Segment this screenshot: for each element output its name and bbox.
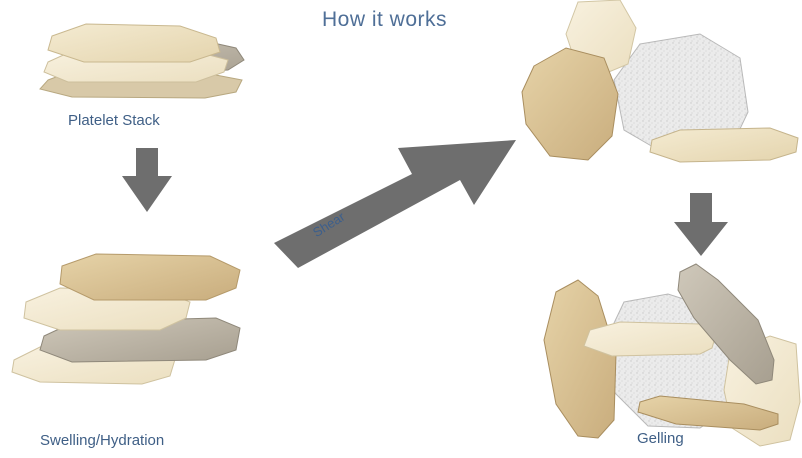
down-arrow-icon xyxy=(122,148,172,212)
platelet-stack-label: Platelet Stack xyxy=(68,112,160,129)
platelet xyxy=(650,128,798,162)
down-arrow-icon xyxy=(674,193,728,256)
swelling-hydration-label: Swelling/Hydration xyxy=(40,432,164,449)
diagram-title: How it works xyxy=(322,8,447,32)
gelling-label: Gelling xyxy=(637,430,684,447)
shear-arrow-icon xyxy=(274,140,516,268)
swollen-platelets xyxy=(12,254,240,384)
platelet xyxy=(522,48,618,160)
gel-network xyxy=(544,264,800,446)
platelet xyxy=(60,254,240,300)
dispersed-platelets xyxy=(522,0,798,162)
platelet xyxy=(584,322,716,356)
platelet xyxy=(48,24,220,62)
platelet-stack xyxy=(40,24,244,98)
platelet xyxy=(544,280,616,438)
